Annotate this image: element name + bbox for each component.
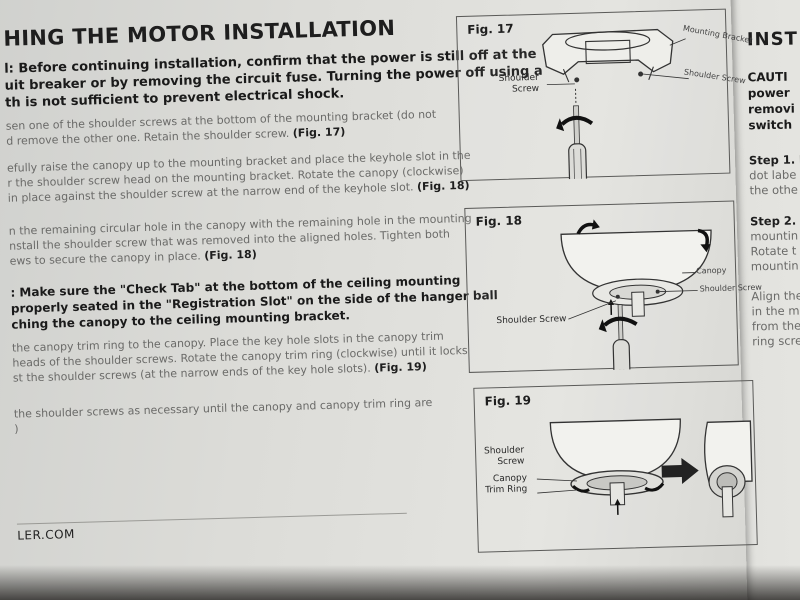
footer-rule	[16, 512, 407, 525]
fig19-shoulder-screw-label: Shoulder Screw	[483, 445, 525, 468]
right-step-3: Align the in the m from the ring scre	[751, 288, 800, 349]
figure-18: Fig. 18	[464, 200, 762, 374]
instruction-paragraph-2: efully raise the canopy up to the mounti…	[6, 148, 471, 205]
instruction-paragraph-4: the canopy trim ring to the canopy. Plac…	[11, 329, 468, 385]
table-shadow	[0, 565, 800, 600]
instruction-paragraph-1: sen one of the shoulder screws at the bo…	[5, 107, 437, 148]
section-heading: HING THE MOTOR INSTALLATION	[3, 15, 396, 51]
right-step-1: Step 1. F dot labe the othe	[748, 152, 800, 198]
fig19-canopy-trim-ring-label: Canopy Trim Ring	[485, 473, 528, 496]
right-step-2: Step 2. mountin Rotate t mountin	[749, 213, 799, 274]
fig18-shoulder-screw-left-label: Shoulder Screw	[496, 314, 567, 327]
canopy-drawing	[560, 219, 712, 374]
fig18-shoulder-screw-right-label: Shoulder Screw	[699, 282, 762, 294]
figure-19: Fig. 19 S	[473, 380, 758, 553]
fig17-shoulder-screw-label: Shoulder Screw	[498, 72, 540, 95]
left-page: HING THE MOTOR INSTALLATION l: Before co…	[0, 0, 762, 600]
footer-url: LER.COM	[17, 527, 76, 543]
right-page-heading: INST	[746, 28, 799, 51]
trim-ring-drawing	[536, 418, 753, 518]
figure-17: Fig. 17	[455, 8, 753, 183]
power-warning: l: Before continuing installation, confi…	[4, 46, 543, 111]
instruction-paragraph-3: n the remaining circular hole in the can…	[8, 211, 472, 268]
instruction-paragraph-5: the shoulder screws as necessary until t…	[13, 395, 433, 436]
check-tab-note: : Make sure the "Check Tab" at the botto…	[10, 273, 498, 332]
right-caution-text: CAUTI power removi switch	[747, 69, 795, 133]
mounting-bracket-drawing	[542, 28, 689, 183]
fig18-canopy-label: Canopy	[696, 265, 727, 276]
